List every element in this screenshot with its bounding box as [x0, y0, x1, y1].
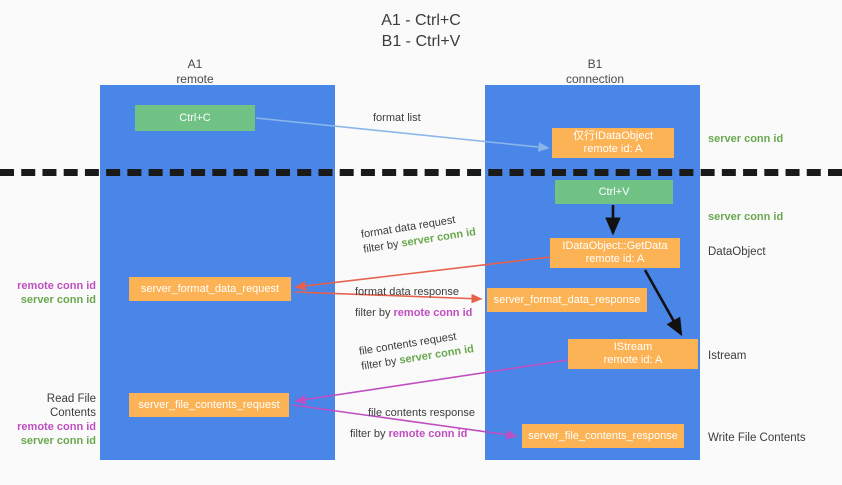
box-ctrl-c[interactable]: Ctrl+C — [135, 105, 255, 131]
box-idataobject-sublabel: remote id: A — [583, 143, 643, 155]
box-server-format-data-response[interactable]: server_format_data_response — [487, 288, 647, 312]
label-fdresp-filter-prefix: filter by — [355, 307, 394, 319]
label-fcresp-filter-value: remote conn id — [388, 428, 468, 440]
horizontal-divider — [0, 169, 842, 176]
label-format-data-response: format data response filter by remote co… — [355, 285, 472, 321]
annotation-remote-conn-id-1: remote conn id — [17, 280, 96, 292]
label-fdresp-filter-value: remote conn id — [393, 307, 473, 319]
arrow-format-list — [255, 117, 550, 152]
label-fdresp-filter: filter by remote conn id — [355, 306, 472, 321]
arrow-format-data-response — [294, 291, 483, 304]
arrow-file-contents-response — [292, 404, 518, 440]
title-line-2: B1 - Ctrl+V — [381, 33, 461, 50]
annotation-remote-conn-id-2: remote conn id — [17, 421, 96, 433]
box-ctrl-v-label: Ctrl+V — [598, 185, 630, 198]
box-getdata-sublabel: remote id: A — [585, 253, 645, 265]
annotation-istream: Istream — [708, 350, 747, 362]
box-sfdreq-label: server_format_data_request — [140, 282, 280, 295]
box-sfcreq-label: server_file_contents_request — [138, 398, 280, 411]
arrow-file-contents-request — [294, 359, 569, 405]
box-sfdresp-label: server_format_data_response — [493, 293, 641, 306]
box-idataobject-getdata[interactable]: IDataObject::GetData remote id: A — [550, 238, 680, 268]
annotation-server-conn-id-top: server conn id — [708, 133, 784, 145]
label-fcresp-filter: filter by remote conn id — [350, 427, 475, 442]
annotation-server-conn-id-1: server conn id — [20, 294, 96, 306]
box-getdata-label: IDataObject::GetData — [562, 240, 668, 252]
diagram-title: A1 - Ctrl+C B1 - Ctrl+V — [0, 10, 842, 52]
annotation-read-file-contents: Read File Contents — [46, 393, 96, 419]
annotation-server-conn-id-mid: server conn id — [708, 211, 784, 223]
box-server-file-contents-response[interactable]: server_file_contents_response — [522, 424, 684, 448]
box-server-file-contents-request[interactable]: server_file_contents_request — [129, 393, 289, 417]
lane-a1-name: A1 — [187, 57, 203, 71]
box-sfcresp-label: server_file_contents_response — [528, 429, 678, 442]
lane-b1-name: B1 — [587, 57, 603, 71]
box-idataobject[interactable]: 仅行IDataObject remote id: A — [552, 128, 674, 158]
label-format-list: format list — [373, 111, 421, 126]
title-line-1: A1 - Ctrl+C — [381, 12, 461, 29]
box-server-format-data-request[interactable]: server_format_data_request — [129, 277, 291, 301]
box-istream-sublabel: remote id: A — [603, 354, 663, 366]
arrow-format-data-request — [294, 256, 552, 291]
box-ctrl-v[interactable]: Ctrl+V — [555, 180, 673, 204]
label-fcresp-line1: file contents response — [368, 407, 476, 419]
annotation-server-conn-id-2: server conn id — [20, 435, 96, 447]
lane-b1-sub: connection — [565, 72, 625, 86]
box-istream[interactable]: IStream remote id: A — [568, 339, 698, 369]
arrow-getdata-to-istream — [643, 269, 683, 337]
box-idataobject-label: 仅行IDataObject — [572, 130, 654, 142]
annotation-left-conn-ids-1: remote conn id server conn id — [8, 279, 96, 307]
annotation-left-conn-ids-2: Read File Contents remote conn id server… — [8, 392, 96, 448]
annotation-write-file-contents: Write File Contents — [708, 432, 806, 444]
lane-a1-sub: remote — [176, 72, 214, 86]
lane-header-a1: A1 remote — [120, 57, 270, 87]
label-fdresp-line1: format data response — [355, 286, 459, 298]
label-fcresp-filter-prefix: filter by — [350, 428, 389, 440]
annotation-dataobject: DataObject — [708, 246, 766, 258]
label-file-contents-response: file contents response filter by remote … — [350, 406, 476, 442]
label-format-list-text: format list — [373, 112, 421, 124]
box-ctrl-c-label: Ctrl+C — [179, 111, 211, 124]
lane-header-b1: B1 connection — [520, 57, 670, 87]
box-istream-label: IStream — [613, 341, 653, 353]
